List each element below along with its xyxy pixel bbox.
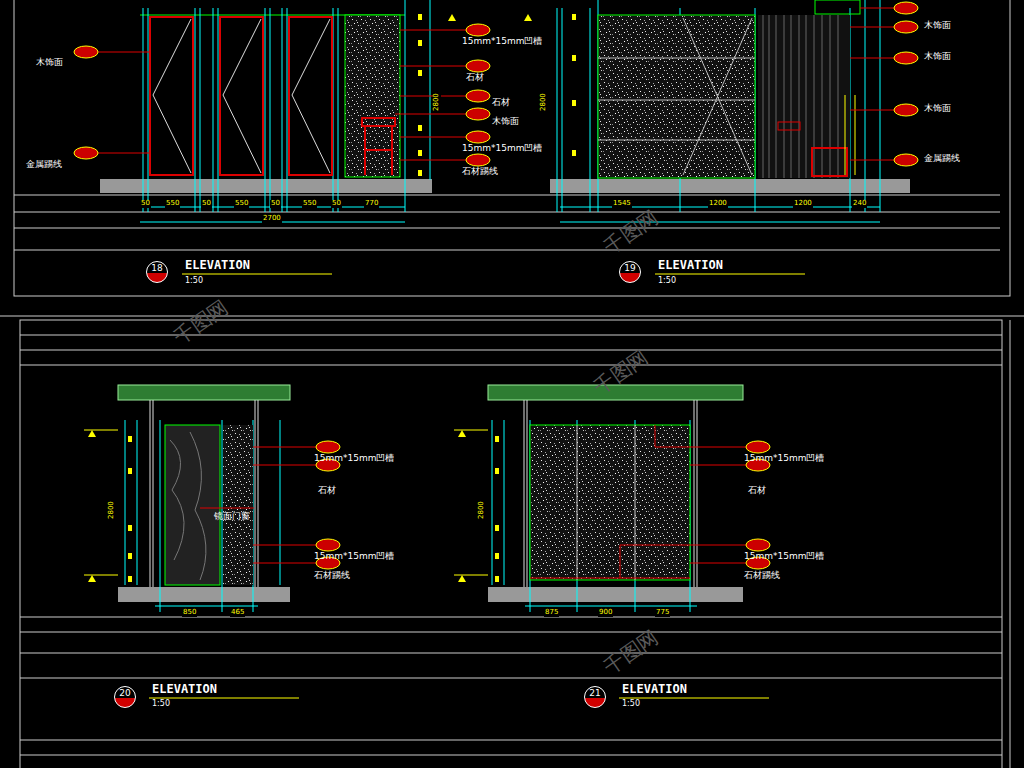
- dimension: 50: [270, 200, 281, 208]
- dimension: 2800: [108, 500, 116, 520]
- material-note: 石材踢线: [314, 571, 350, 581]
- dimension: 550: [234, 200, 249, 208]
- material-note: 石材: [466, 73, 484, 83]
- detail-number: 21: [585, 687, 605, 699]
- material-note: 木饰面: [36, 58, 63, 68]
- dimension: 50: [331, 200, 342, 208]
- material-note: 木饰面: [492, 117, 519, 127]
- view-title: ELEVATION: [622, 683, 687, 696]
- material-note: 石材: [318, 486, 336, 496]
- dimension: 1200: [793, 200, 813, 208]
- dimension: 2800: [478, 500, 486, 520]
- material-note: 15mm*15mm凹槽: [744, 552, 824, 562]
- dimension: 770: [364, 200, 379, 208]
- elevation-21: [454, 385, 770, 612]
- view-title: ELEVATION: [658, 259, 723, 272]
- elevation-20: [84, 385, 340, 612]
- dimension: 50: [201, 200, 212, 208]
- material-note: 石材踢线: [744, 571, 780, 581]
- material-note: 木饰面: [924, 21, 951, 31]
- dimension: 1200: [708, 200, 728, 208]
- dimension: 775: [655, 609, 670, 617]
- material-note: 木饰面: [924, 104, 951, 114]
- elevation-19: [524, 0, 918, 222]
- dimension: 900: [598, 609, 613, 617]
- scale-text: 1:50: [622, 700, 640, 709]
- detail-number-circle: 18: [146, 261, 168, 283]
- detail-number: 19: [620, 262, 640, 274]
- material-note: 15mm*15mm凹槽: [314, 454, 394, 464]
- dimension: 240: [852, 200, 867, 208]
- view-title: ELEVATION: [152, 683, 217, 696]
- detail-number-circle: 19: [619, 261, 641, 283]
- watermark: 千图网: [170, 296, 232, 348]
- dimension: 50: [140, 200, 151, 208]
- elevation-18: [74, 0, 490, 222]
- dimension: 2800: [540, 92, 548, 112]
- scale-text: 1:50: [185, 277, 203, 286]
- scale-text: 1:50: [658, 277, 676, 286]
- watermark: 千图网: [590, 346, 652, 398]
- material-note: 15mm*15mm凹槽: [462, 37, 542, 47]
- dimension: 550: [165, 200, 180, 208]
- material-note: 石材: [492, 98, 510, 108]
- dimension: 550: [302, 200, 317, 208]
- material-note: 石材: [748, 486, 766, 496]
- material-note: 石材踢线: [462, 167, 498, 177]
- dimension: 1545: [612, 200, 632, 208]
- detail-number-circle: 20: [114, 686, 136, 708]
- material-note: 15mm*15mm凹槽: [314, 552, 394, 562]
- material-note: 镜面门窗: [214, 512, 250, 522]
- watermark: 千图网: [600, 206, 662, 258]
- detail-number: 20: [115, 687, 135, 699]
- dimension: 2700: [262, 215, 282, 223]
- material-note: 金属踢线: [26, 160, 62, 170]
- title-underline: [149, 274, 805, 698]
- view-title: ELEVATION: [185, 259, 250, 272]
- material-note: 15mm*15mm凹槽: [744, 454, 824, 464]
- detail-number: 18: [147, 262, 167, 274]
- dimension: 465: [230, 609, 245, 617]
- material-note: 木饰面: [924, 52, 951, 62]
- scale-text: 1:50: [152, 700, 170, 709]
- dimension: 875: [544, 609, 559, 617]
- material-note: 15mm*15mm凹槽: [462, 144, 542, 154]
- dimension: 2800: [433, 92, 441, 112]
- dimension: 850: [182, 609, 197, 617]
- watermark: 千图网: [600, 626, 662, 678]
- material-note: 金属踢线: [924, 154, 960, 164]
- detail-number-circle: 21: [584, 686, 606, 708]
